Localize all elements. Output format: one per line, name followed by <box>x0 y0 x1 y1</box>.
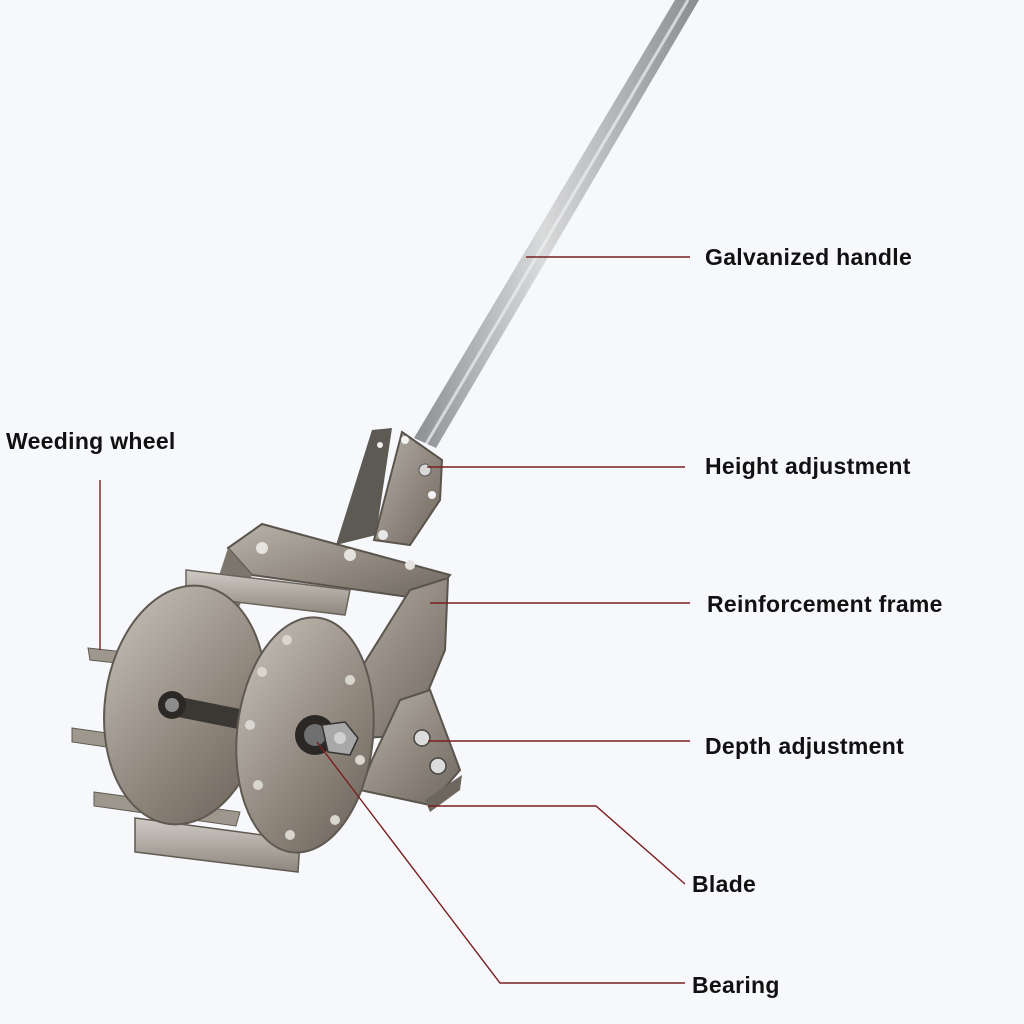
label-blade: Blade <box>692 871 757 897</box>
label-galvanized-handle: Galvanized handle <box>705 244 913 270</box>
label-weeding-wheel: Weeding wheel <box>6 428 176 454</box>
leader-blade <box>428 805 686 885</box>
label-reinforcement-frame: Reinforcement frame <box>707 591 943 617</box>
height-adjustment-bracket <box>336 428 444 547</box>
leader-lines <box>99 256 690 984</box>
depth-adjustment-plate <box>358 688 462 812</box>
leader-bearing <box>316 741 685 984</box>
label-height-adjustment: Height adjustment <box>705 453 911 479</box>
label-depth-adjustment: Depth adjustment <box>705 733 905 759</box>
label-bearing: Bearing <box>692 972 780 998</box>
handle-rod <box>414 0 699 448</box>
bearing-hub <box>295 715 359 756</box>
